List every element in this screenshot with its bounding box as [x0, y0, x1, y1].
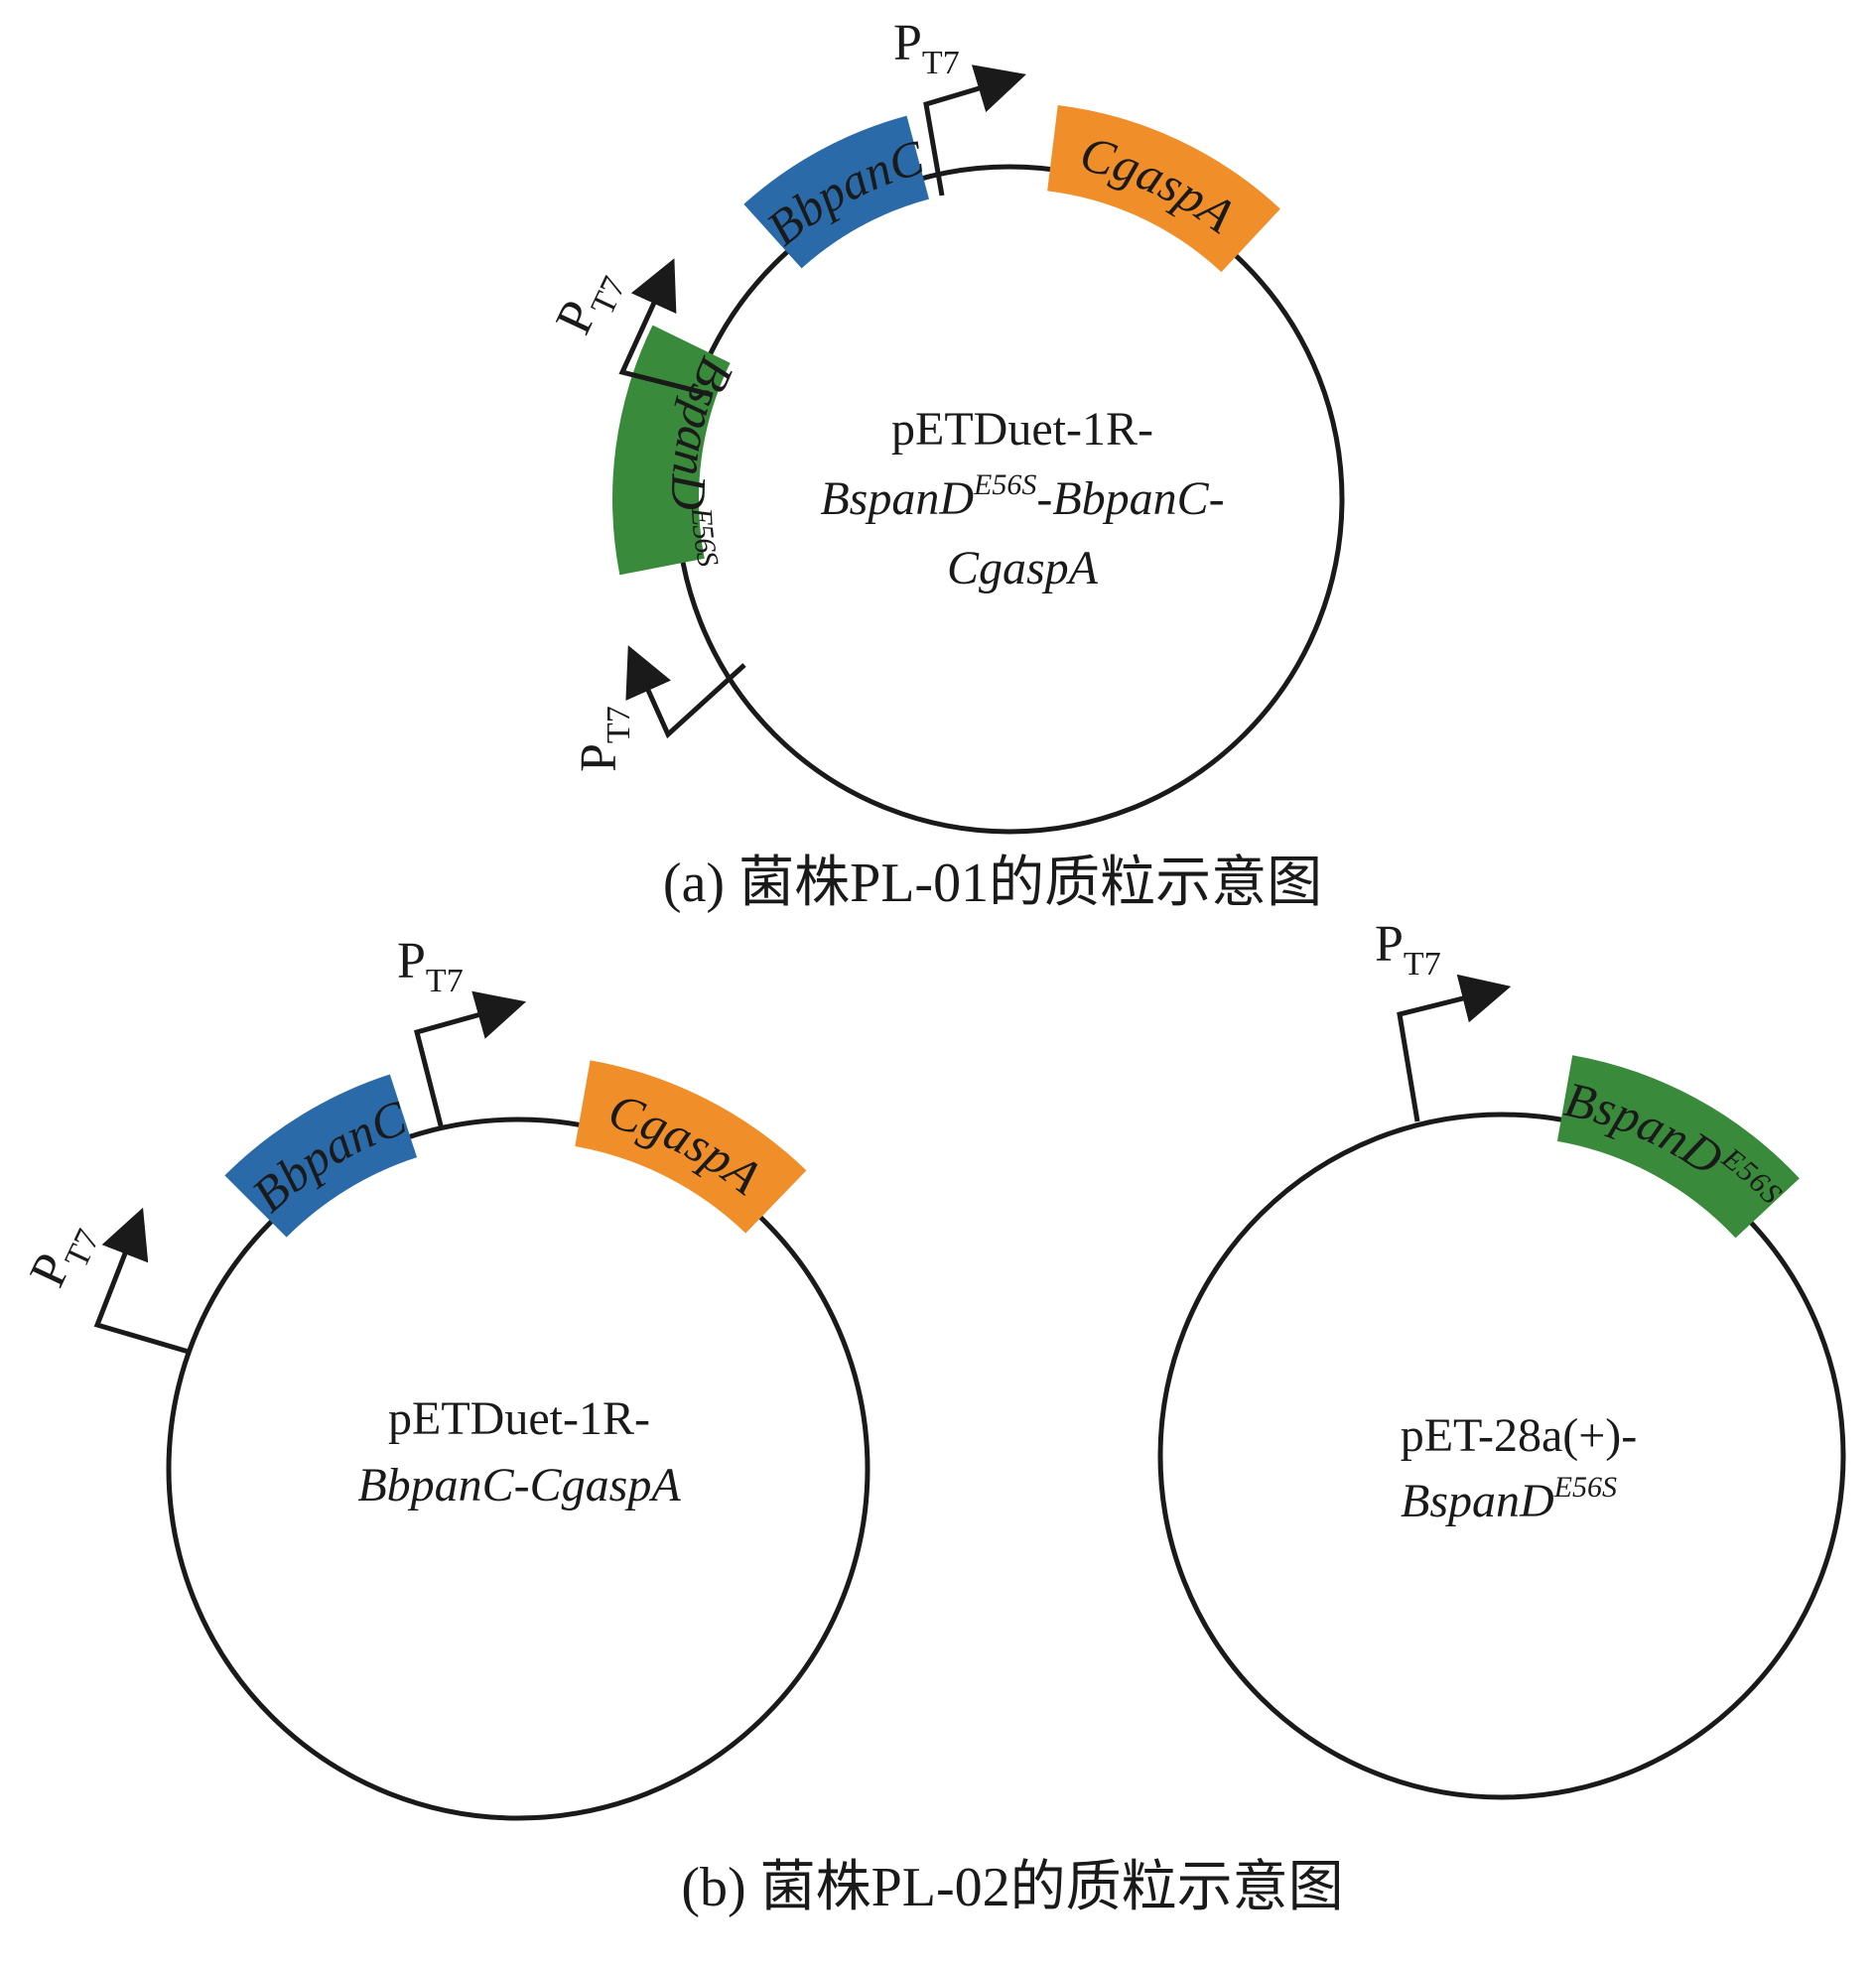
promoter-b2-top: PT7: [1375, 916, 1512, 1122]
plasmid-b1-ring: [166, 1117, 871, 1821]
gene-segment-cgaspa-a: [1047, 104, 1280, 273]
promoter-arrow: [1397, 974, 1512, 1122]
promoter-b1-left: PT7: [19, 1207, 190, 1355]
promoter-arrow: [923, 65, 1026, 197]
plasmid-b2-ring: [1157, 1112, 1846, 1800]
gene-segment-cgaspa-b1: [575, 1060, 807, 1234]
promoter-label: PT7: [545, 259, 633, 347]
promoter-b1-top: PT7: [397, 933, 527, 1130]
promoter-label: PT7: [19, 1212, 107, 1300]
promoter-arrow: [413, 990, 527, 1130]
panel-b-plasmid-1: BbpanC CgaspA PT7 PT7 pETDuet-1R- BbpanC…: [19, 933, 871, 1821]
promoter-label: PT7: [1375, 916, 1441, 983]
caption-a: (a) 菌株PL-01的质粒示意图: [663, 853, 1322, 914]
plasmid-b2-name-line2: BspanDE56S: [1401, 1471, 1617, 1527]
plasmid-b1-name-line2: BbpanC-CgaspA: [357, 1459, 681, 1511]
gene-segment-bbpanc-b1: [224, 1074, 418, 1238]
gene-segment-bbpanc-a: [743, 115, 929, 269]
promoter-arrow: [93, 1207, 190, 1355]
plasmid-a-name-line1: pETDuet-1R-: [891, 403, 1153, 456]
panel-b-plasmid-2: BspanDE56S PT7 pET-28a(+)- BspanDE56S: [1157, 916, 1846, 1800]
gene-segment-bspand-a: [612, 325, 731, 576]
plasmid-b1-name-line1: pETDuet-1R-: [388, 1392, 650, 1445]
plasmid-b2-name-line1: pET-28a(+)-: [1401, 1409, 1638, 1462]
promoter-label: PT7: [893, 15, 960, 81]
promoter-a-top: PT7: [893, 15, 1026, 197]
plasmid-a-name-line2: BspanDE56S-BbpanC-: [820, 468, 1224, 525]
promoter-arrow: [618, 258, 714, 398]
caption-b: (b) 菌株PL-02的质粒示意图: [681, 1857, 1343, 1918]
promoter-arrow: [625, 645, 746, 739]
promoter-label: PT7: [571, 706, 637, 772]
promoter-a-bottom: PT7: [571, 645, 746, 772]
plasmid-a-name-line3: CgaspA: [947, 542, 1099, 594]
gene-segment-bspand-b2: [1556, 1055, 1800, 1239]
promoter-label: PT7: [397, 933, 464, 999]
